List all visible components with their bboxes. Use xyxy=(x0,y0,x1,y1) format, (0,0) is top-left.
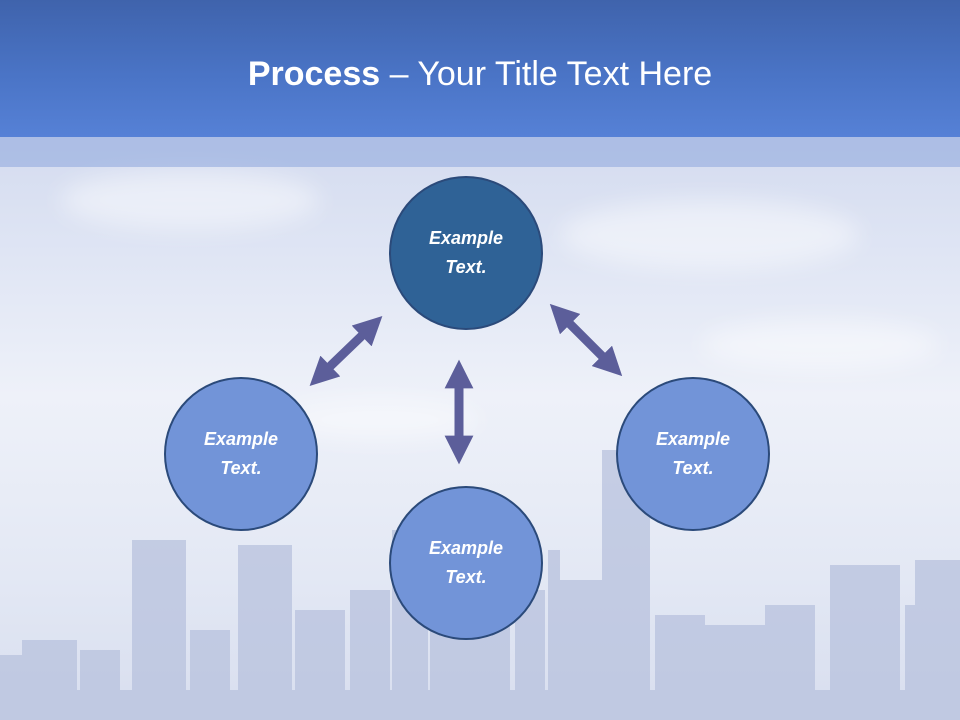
title-accent-strip xyxy=(0,137,960,167)
process-node-left[interactable]: Example Text. xyxy=(164,377,318,531)
skyline-silhouette xyxy=(0,450,960,720)
double-arrow-top-right xyxy=(549,303,623,377)
node-right-text: Example Text. xyxy=(655,429,731,478)
node-bottom-text: Example Text. xyxy=(428,538,504,587)
slide-title-bold: Process xyxy=(247,55,381,93)
node-left-text: Example Text. xyxy=(203,429,279,478)
double-arrow-top-left xyxy=(309,316,383,386)
title-bar xyxy=(0,0,960,137)
slide-title: Process – Your Title Text Here xyxy=(0,52,960,96)
slide-title-rest: – Your Title Text Here xyxy=(380,55,713,93)
process-node-right[interactable]: Example Text. xyxy=(616,377,770,531)
process-node-top[interactable]: Example Text. xyxy=(389,176,543,330)
node-top-text: Example Text. xyxy=(428,228,504,277)
process-node-bottom[interactable]: Example Text. xyxy=(389,486,543,640)
